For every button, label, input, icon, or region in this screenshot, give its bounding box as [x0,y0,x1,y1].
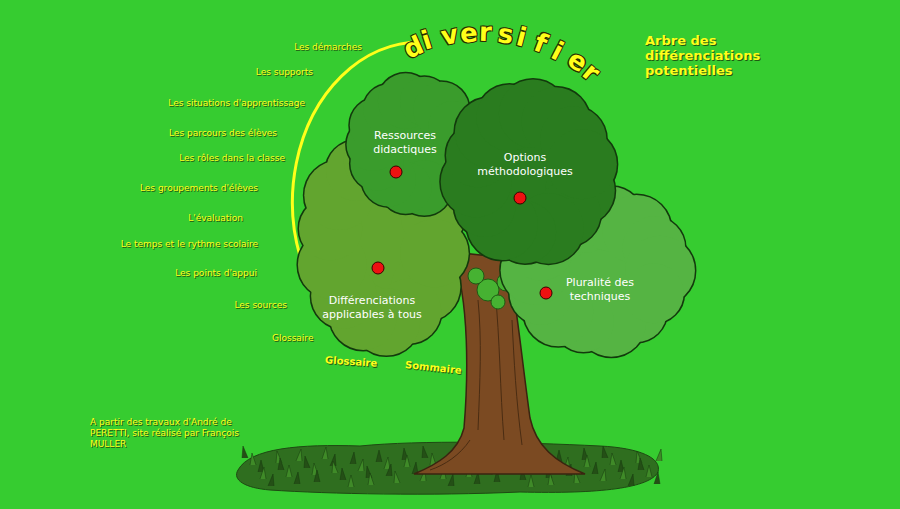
menu-label: Les points d'appui [175,268,257,279]
arc-letter: v [438,19,460,52]
grass-blade [448,474,454,486]
grass-blade [600,469,606,481]
grass-blade [592,462,598,474]
grass-blade [656,449,662,461]
grass-blade [384,457,390,469]
grass-blade [638,458,644,470]
grass-blade [268,474,274,486]
menu-label: Les parcours des élèves [169,128,277,139]
nav-link: Sommaire [405,359,463,376]
foliage-shape [441,79,617,263]
title-holder: Arbre des différenciations potentielles [645,33,785,78]
label-holder: Les points d'appui [175,268,257,279]
grass-blade [332,461,338,473]
label-holder: Le temps et le rythme scolaire [121,239,258,250]
label-holder: Les situations d'apprentissage [168,98,305,109]
grass-blade [322,447,328,459]
grass-blade [386,464,392,476]
label-holder: Les démarches [294,42,362,53]
grass-blade [628,474,634,486]
grass-blade [250,453,256,465]
foliage-shape [441,79,617,263]
grass-blade [602,446,608,458]
grass-blade [260,467,266,479]
red-dot [390,166,402,178]
grass-blade [404,455,410,467]
label-holder: Les rôles dans la classe [179,153,285,164]
grass-blade [294,472,300,484]
foliage-shape [298,125,469,355]
node-label: Pluralité des techniques [561,276,639,304]
grass-blade [278,458,284,470]
arc-word: diversifier [0,0,1,1]
arc-letter: s [496,18,516,50]
grass-blade [584,455,590,467]
grass-blade [296,449,302,461]
foliage-shape [501,185,695,356]
grass-blade [368,473,374,485]
menu-label: Les sources [234,300,287,311]
node-label: Options méthodologiques [458,151,593,179]
grass-blade [358,459,364,471]
grass-blade [610,453,616,465]
arc-letter: i [546,36,568,67]
grass-blade [646,465,652,477]
menu-label: Glossaire [272,333,313,344]
menu-label: Les démarches [294,42,362,53]
red-dot [372,262,384,274]
foliage-node: Options méthodologiques [440,78,618,268]
credit-note: A partir des travaux d'André de PERETTI,… [90,417,255,450]
menu-label: Le temps et le rythme scolaire [121,239,258,250]
grass-blade [654,472,660,484]
grass-blade [422,446,428,458]
label-holder: A partir des travaux d'André de PERETTI,… [90,417,255,450]
label-holder: Les parcours des élèves [169,128,277,139]
grass-blade [340,468,346,480]
nav-link: Glossaire [325,354,378,369]
menu-label: Les situations d'apprentissage [168,98,305,109]
red-dot [540,287,552,299]
arc-letter: f [530,27,551,59]
menu-label: L'évaluation [188,213,243,224]
label-holder: Les sources [234,300,287,311]
red-dot [514,192,526,204]
menu-label: Les supports [256,67,313,78]
arc-letter: r [478,17,492,47]
grass-blade [314,470,320,482]
foliage-shape [298,125,469,355]
grass-blade [394,471,400,483]
label-holder: Sommaire [405,359,463,376]
label-holder: Glossaire [272,333,313,344]
arc-letter: e [458,17,478,48]
label-holder: Glossaire [325,354,378,369]
grass-blade [304,456,310,468]
node-label: Ressources didactiques [350,129,460,157]
node-label: Différenciations applicables à tous [310,294,435,322]
grass-blade [620,467,626,479]
grass-blade [350,452,356,464]
grass-blade [548,473,554,485]
menu-label: Les rôles dans la classe [179,153,285,164]
arc-letter: i [513,22,529,53]
diagram-title: Arbre des différenciations potentielles [645,33,785,78]
grass-blade [376,450,382,462]
grass-blade [286,465,292,477]
arc-word-holder: diversifier [0,0,1,1]
foliage-shape [501,185,695,356]
menu-label: Les groupements d'élèves [140,183,258,194]
grass-blade [348,475,354,487]
label-holder: Les supports [256,67,313,78]
grass-blade [528,475,534,487]
label-holder: L'évaluation [188,213,243,224]
grass-blade [242,446,248,458]
label-holder: Les groupements d'élèves [140,183,258,194]
